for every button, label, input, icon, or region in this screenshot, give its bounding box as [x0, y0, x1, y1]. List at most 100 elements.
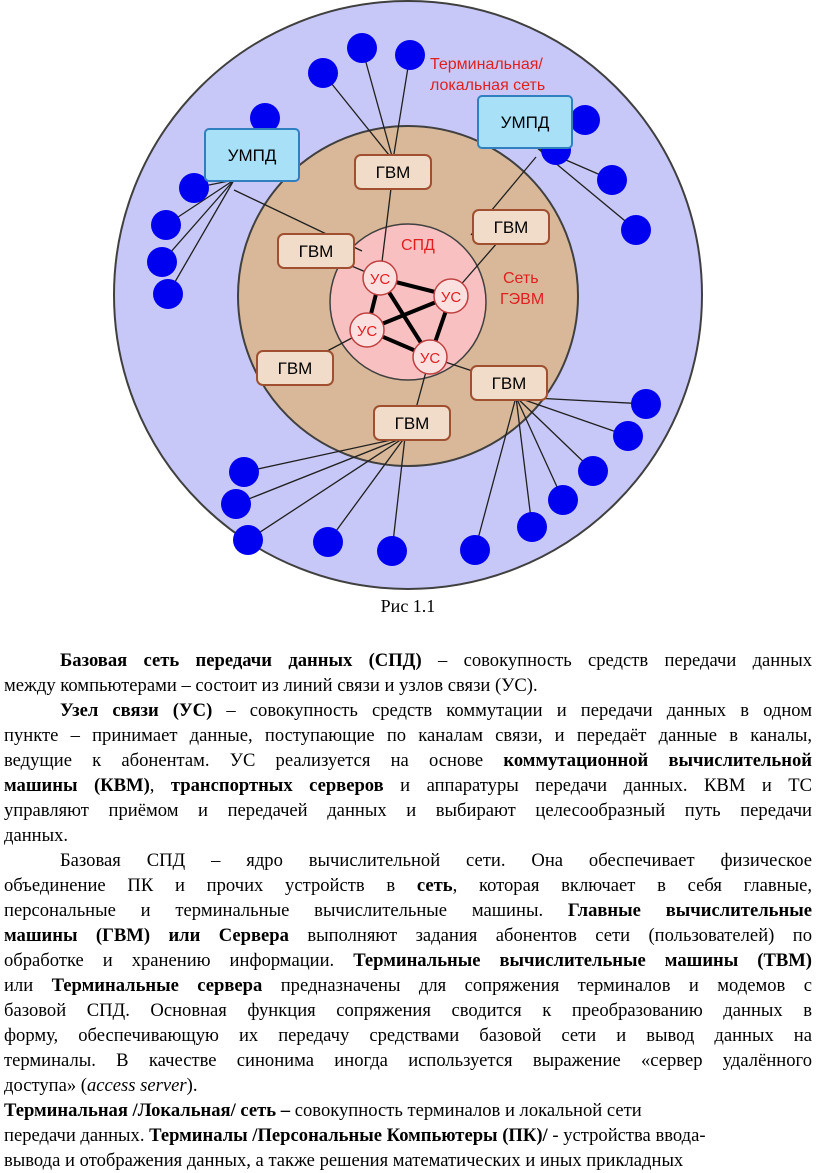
- text-run: ).: [186, 1075, 198, 1096]
- us-node: [349, 312, 385, 348]
- umpd-label: УМПД: [228, 146, 277, 165]
- bold-term: Терминальные вычислительные машины (ТВМ): [353, 950, 812, 971]
- text-line: Терминальная /Локальная/ сеть – совокупн…: [4, 1098, 812, 1123]
- text-line: обработке и хранению информации. Термина…: [4, 948, 812, 973]
- us-label: УС: [357, 323, 378, 340]
- bold-term: машины (КВМ): [4, 775, 150, 796]
- umpd-label: УМПД: [501, 113, 550, 132]
- terminal-dot: [597, 165, 627, 195]
- wire: [515, 396, 594, 472]
- text-run: между компьютерами – состоит из линий св…: [4, 675, 538, 696]
- terminal-dot: [613, 421, 643, 451]
- terminal-dot: [308, 58, 338, 88]
- wire: [167, 179, 235, 295]
- text-run: обработке и хранению информации.: [4, 950, 354, 971]
- wire: [515, 396, 629, 437]
- text-run: персональные и терминальные вычислительн…: [4, 900, 568, 921]
- terminal-dots: [147, 33, 661, 566]
- terminal-network-label: Терминальная/ локальная сеть: [430, 56, 547, 94]
- text-run: объединение ПК и прочих устройств в: [4, 875, 417, 896]
- text-line: персональные и терминальные вычислительн…: [4, 898, 812, 923]
- wire: [322, 72, 394, 161]
- wire: [392, 54, 411, 161]
- terminal-dot: [460, 535, 490, 565]
- bold-term: коммутационной вычислительной: [503, 750, 812, 771]
- umpd-box: [477, 95, 573, 149]
- text-line: доступа» (access server).: [4, 1073, 812, 1098]
- text-line: машины (ГВМ) или Сервера выполняют задан…: [4, 923, 812, 948]
- text-run: – совокупность средств коммутации и пере…: [212, 700, 812, 721]
- terminal-dot: [221, 489, 251, 519]
- text-line: Базовая СПД – ядро вычислительной сети. …: [4, 848, 812, 873]
- gvm-box: [277, 233, 355, 269]
- text-run: access server: [87, 1075, 187, 1096]
- wire: [391, 436, 406, 552]
- gvm-box: [373, 405, 451, 441]
- terminal-dot: [548, 485, 578, 515]
- text-line: между компьютерами – состоит из линий св…: [4, 673, 812, 698]
- text-run: выполняют задания абонентов сети (пользо…: [288, 925, 812, 946]
- text-line: базовой СПД. Основная функция сопряжения…: [4, 998, 812, 1023]
- wire: [243, 436, 406, 473]
- text-run: или: [4, 975, 52, 996]
- terminal-dot: [578, 456, 608, 486]
- gevm-network-label: Сеть ГЭВМ: [500, 270, 544, 308]
- spd-label: СПД: [401, 237, 435, 254]
- bold-term: Терминалы /Персональные Компьютеры (ПК)/: [149, 1125, 548, 1146]
- text-line: машины (КВМ), транспортных серверов и ап…: [4, 773, 812, 798]
- gvm-label: ГВМ: [494, 218, 529, 237]
- text-run: ведущие к абонентам. УС реализуется на о…: [4, 750, 504, 771]
- wire: [515, 396, 533, 528]
- wire: [235, 436, 406, 505]
- gvm-label: ГВМ: [395, 414, 430, 433]
- wire: [247, 436, 406, 541]
- us-node: [433, 278, 469, 314]
- terminal-dot: [377, 536, 407, 566]
- text-run: , которая включает в себя главные,: [452, 875, 812, 896]
- bold-term: Главные вычислительные: [567, 900, 812, 921]
- wire: [161, 179, 235, 263]
- text-run: терминалы. В качестве синонима иногда ис…: [4, 1050, 812, 1071]
- text-run: форму, обеспечивающую их передачу средст…: [4, 1025, 812, 1046]
- text-line: вывода и отображения данных, а также реш…: [4, 1148, 812, 1173]
- bold-term: Базовая сеть передачи данных (СПД): [60, 650, 422, 671]
- wire: [361, 47, 394, 161]
- wire: [474, 396, 517, 551]
- terminal-dot: [147, 247, 177, 277]
- umpd-box: [204, 128, 300, 182]
- terminal-dot: [395, 40, 425, 70]
- terminal-dot: [250, 103, 280, 133]
- figure-caption: Рис 1.1: [380, 596, 436, 616]
- text-run: - устройства ввода-: [547, 1125, 706, 1146]
- paragraph-us: Узел связи (УС) – совокупность средств к…: [4, 698, 812, 848]
- us-label: УС: [441, 289, 462, 306]
- text-run: доступа» (: [4, 1075, 87, 1096]
- terminal-dot: [151, 210, 181, 240]
- gvm-label: ГВМ: [299, 242, 334, 261]
- text-run: данных.: [4, 825, 69, 846]
- text-run: пункте – принимает данные, поступающие п…: [4, 725, 812, 746]
- text-line: объединение ПК и прочих устройств в сеть…: [4, 873, 812, 898]
- us-label: УС: [370, 271, 391, 288]
- bold-term: сеть: [416, 875, 453, 896]
- us-node: [412, 339, 448, 375]
- bold-term: Узел связи (УС): [60, 700, 213, 721]
- gvm-box: [470, 365, 548, 401]
- terminal-dot: [179, 173, 209, 203]
- text-line: данных.: [4, 823, 812, 848]
- gvm-box: [256, 350, 334, 386]
- terminal-dot: [570, 105, 600, 135]
- gvm-box: [354, 154, 432, 190]
- text-line: Базовая сеть передачи данных (СПД) – сов…: [4, 648, 812, 673]
- terminal-dot: [347, 33, 377, 63]
- terminal-dot: [631, 389, 661, 419]
- text-line: форму, обеспечивающую их передачу средст…: [4, 1023, 812, 1048]
- text-line: передачи данных. Терминалы /Персональные…: [4, 1123, 812, 1148]
- text-run: ,: [149, 775, 171, 796]
- terminal-dot: [517, 512, 547, 542]
- text-line: или Терминальные сервера предназначены д…: [4, 973, 812, 998]
- text-run: совокупность терминалов и локальной сети: [290, 1100, 642, 1121]
- terminal-dot: [153, 279, 183, 309]
- text-run: передачи данных.: [4, 1125, 150, 1146]
- terminal-dot: [313, 527, 343, 557]
